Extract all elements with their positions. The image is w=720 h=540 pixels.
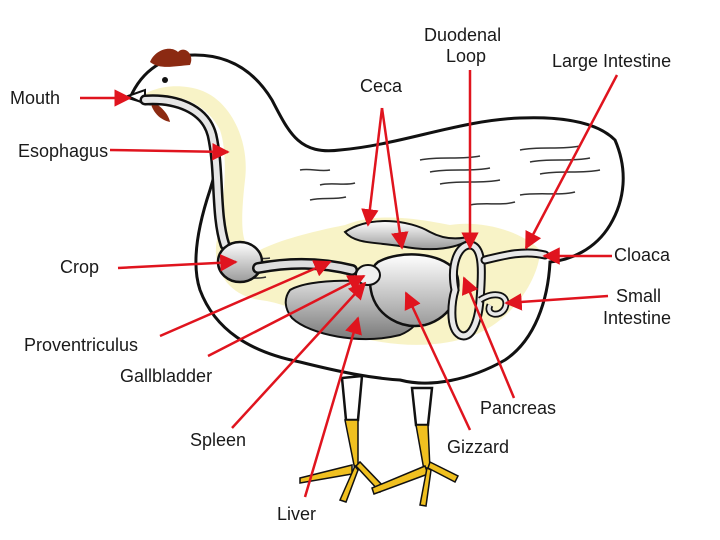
label-gizzard: Gizzard (447, 437, 510, 457)
label-small-intestine-line1: Small (616, 286, 662, 306)
label-small-intestine-line2: Intestine (603, 308, 672, 328)
arrow-small-intestine (504, 293, 609, 311)
label-cloaca: Cloaca (614, 245, 671, 265)
arrow-large-intestine (524, 74, 619, 250)
label-spleen: Spleen (190, 430, 247, 450)
label-crop: Crop (60, 257, 100, 277)
gizzard-organ (368, 253, 460, 328)
label-large-intestine: Large Intestine (552, 51, 672, 71)
arrow-spleen (231, 281, 367, 429)
label-mouth: Mouth (10, 88, 61, 108)
label-pancreas: Pancreas (480, 398, 557, 418)
eye-shape (162, 77, 168, 83)
arrows (80, 70, 619, 498)
arrow-liver (303, 316, 362, 498)
arrow-pancreas (461, 276, 516, 399)
arrow-crop (117, 254, 238, 272)
label-liver: Liver (277, 504, 317, 524)
arrow-ceca-left (361, 107, 384, 227)
feet (299, 419, 460, 507)
label-proventriculus: Proventriculus (24, 335, 139, 355)
arrow-gizzard (404, 291, 472, 431)
arrow-proventriculus (159, 260, 332, 338)
label-duodenal-loop-line2: Loop (446, 46, 487, 66)
label-ceca: Ceca (360, 76, 403, 96)
gallbladder-organ (355, 264, 381, 286)
legs (340, 374, 434, 427)
arrow-ceca-right (380, 107, 409, 250)
wattle-shape (150, 100, 170, 122)
label-esophagus: Esophagus (18, 141, 109, 161)
comb-shape (150, 48, 192, 67)
arrow-gallbladder (207, 274, 366, 358)
label-gallbladder: Gallbladder (120, 366, 213, 386)
arrow-esophagus (109, 142, 230, 161)
label-duodenal-loop-line1: Duodenal (424, 25, 502, 45)
